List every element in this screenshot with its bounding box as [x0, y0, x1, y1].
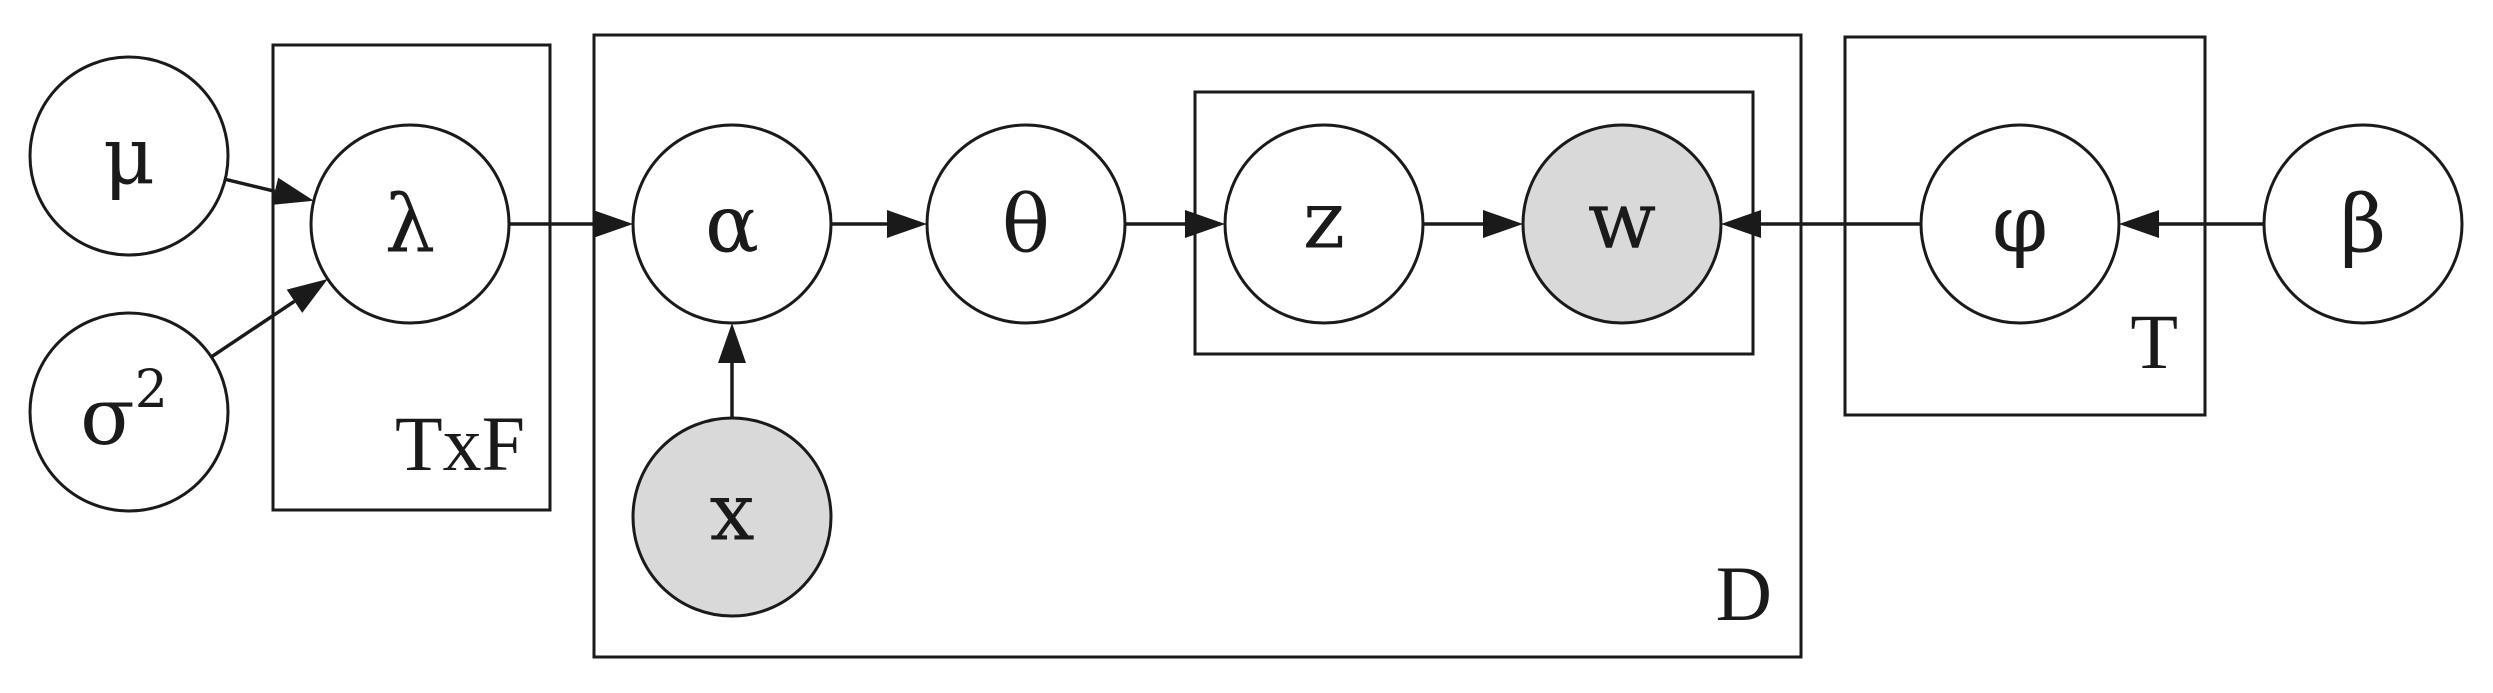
node-z: z — [1223, 123, 1425, 325]
arrowhead-z-to-w — [1483, 210, 1523, 238]
node-phi-circle — [1919, 123, 2121, 325]
arrowhead-x-to-alpha — [718, 323, 746, 363]
plate-t-label: T — [2130, 298, 2178, 385]
plate-d-label: D — [1716, 550, 1772, 637]
node-z-label: z — [1303, 174, 1345, 267]
arrowhead-lambda-to-alpha — [593, 210, 633, 238]
node-lambda-circle — [309, 123, 511, 325]
node-z-circle — [1223, 123, 1425, 325]
node-sigma2-circle — [28, 311, 230, 513]
node-x: x — [631, 416, 833, 618]
node-beta: β — [2262, 123, 2464, 325]
edges-group — [210, 177, 2264, 418]
node-alpha-circle — [631, 123, 833, 325]
node-w: w — [1521, 123, 1723, 325]
node-beta-label: β — [2340, 178, 2386, 271]
arrowhead-beta-to-phi — [2119, 210, 2159, 238]
node-alpha-label: α — [705, 178, 759, 271]
node-sigma2: σ2 — [28, 311, 230, 513]
arrowhead-sigma2-to-lambda — [286, 279, 328, 313]
arrowhead-mu-to-lambda — [271, 177, 314, 205]
arrowhead-phi-to-w — [1721, 210, 1761, 238]
node-mu-label: μ — [103, 110, 155, 203]
node-x-circle — [631, 416, 833, 618]
node-lambda: λ — [309, 123, 511, 325]
node-lambda-label: λ — [385, 178, 436, 271]
node-sigma2-label: σ2 — [80, 360, 168, 463]
plate-txf — [271, 43, 552, 512]
node-theta: θ — [925, 123, 1127, 325]
arrowhead-theta-to-z — [1185, 210, 1225, 238]
node-theta-circle — [925, 123, 1127, 325]
node-mu: μ — [28, 55, 230, 257]
node-w-label: w — [1588, 174, 1656, 267]
node-phi-label: φ — [1992, 178, 2048, 271]
node-phi: φ — [1919, 123, 2121, 325]
node-mu-circle — [28, 55, 230, 257]
node-w-circle — [1521, 123, 1723, 325]
arrowhead-alpha-to-theta — [887, 210, 927, 238]
node-x-label: x — [709, 466, 754, 559]
node-alpha: α — [631, 123, 833, 325]
edge-mu-to-lambda — [224, 177, 276, 194]
plate-d — [592, 33, 1803, 659]
plate-t — [1843, 35, 2207, 417]
node-beta-circle — [2262, 123, 2464, 325]
plate-txf-label: TxF — [395, 400, 525, 487]
edge-sigma2-to-lambda — [210, 299, 296, 359]
node-theta-label: θ — [1002, 178, 1050, 271]
